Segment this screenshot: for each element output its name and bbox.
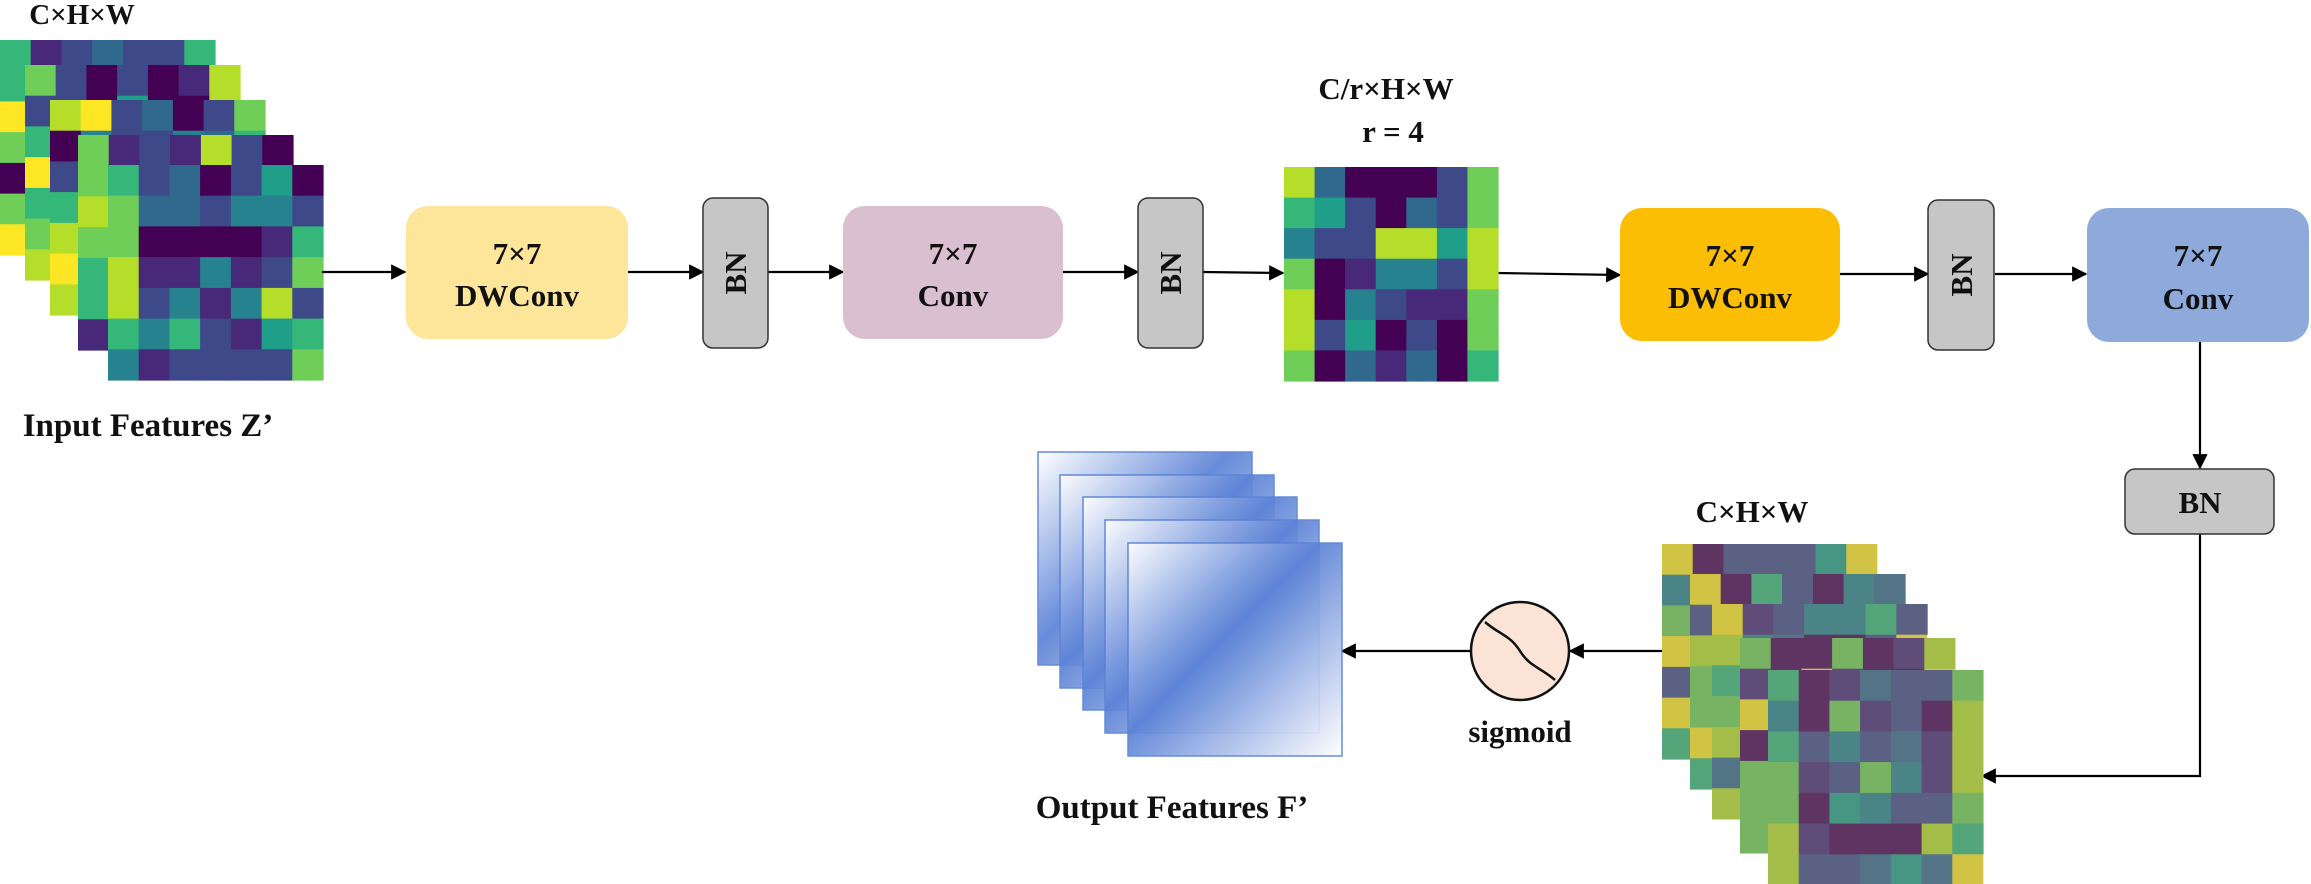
dwconv-2-type-label: DWConv xyxy=(1668,280,1793,315)
sigmoid-node: sigmoid xyxy=(1468,600,1572,749)
bn-4-label: BN xyxy=(2178,485,2221,520)
output-features-caption: Output Features F’ xyxy=(1036,790,1309,826)
input-features-caption: Input Features Z’ xyxy=(23,408,274,444)
bn-3-label: BN xyxy=(1944,253,1979,296)
flow-arrows xyxy=(322,264,2208,784)
output-feature-map-layer xyxy=(1127,542,1343,757)
bn-block-3: BN xyxy=(1927,199,1995,351)
bn-block-1: BN xyxy=(702,197,769,349)
mid-dims-label: C/r×H×W xyxy=(1318,71,1453,106)
dwconv-block-1: 7×7 DWConv xyxy=(406,206,628,339)
conv-1-type-label: Conv xyxy=(918,278,989,313)
input-feature-stack xyxy=(0,40,324,381)
input-feature-map-layer xyxy=(108,165,324,381)
dwconv-1-kernel-label: 7×7 xyxy=(493,236,542,271)
reduction-ratio-label: r = 4 xyxy=(1362,114,1424,149)
dwconv-2-kernel-label: 7×7 xyxy=(1706,238,1755,273)
reduced-feature-map xyxy=(1284,167,1499,382)
attention-weighted-feature-stack xyxy=(1662,544,1984,884)
dwconv-block-2: 7×7 DWConv xyxy=(1620,208,1840,341)
output-feature-stack xyxy=(1037,451,1343,757)
bn-2-label: BN xyxy=(1153,251,1188,294)
sigmoid-curve-icon xyxy=(1484,621,1556,681)
bn-block-4: BN xyxy=(2124,468,2275,535)
conv-block-1: 7×7 Conv xyxy=(843,206,1063,339)
sigmoid-label: sigmoid xyxy=(1468,714,1571,749)
conv-2-kernel-label: 7×7 xyxy=(2174,238,2223,273)
bn-block-2: BN xyxy=(1137,197,1204,349)
conv-1-kernel-label: 7×7 xyxy=(929,236,978,271)
dwconv-1-type-label: DWConv xyxy=(455,278,580,313)
bn-1-label: BN xyxy=(718,251,753,294)
conv-2-type-label: Conv xyxy=(2163,281,2234,316)
output-side-dims-label: C×H×W xyxy=(1696,494,1809,529)
input-dims-label: C×H×W xyxy=(29,0,135,31)
conv-block-2: 7×7 Conv xyxy=(2087,208,2309,342)
reduced-feature-map-grid xyxy=(1284,167,1499,382)
weighted-feature-map-layer xyxy=(1768,670,1984,884)
